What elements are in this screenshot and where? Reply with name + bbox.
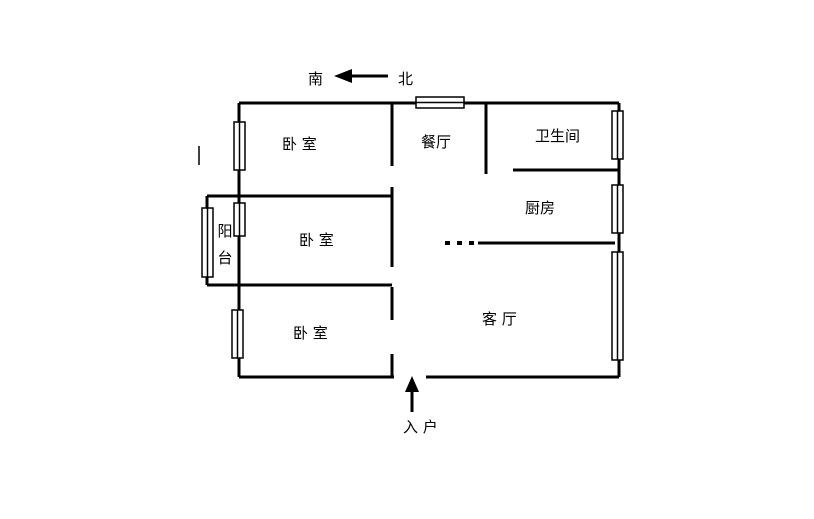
room-label-balcony-1: 阳	[217, 222, 233, 240]
window-balcony	[201, 207, 214, 278]
room-label-bathroom: 卫生间	[535, 127, 581, 145]
entrance-label: 入 户	[403, 418, 438, 436]
room-label-balcony-2: 台	[217, 249, 233, 267]
room-label-bedroom-top: 卧 室	[282, 135, 317, 153]
window-living	[611, 251, 624, 361]
window-bedroom-middle	[233, 202, 246, 237]
windows	[201, 96, 624, 361]
room-label-bedroom-bottom: 卧 室	[293, 324, 328, 342]
compass-south-label: 南	[308, 70, 324, 88]
compass-arrow-icon	[334, 69, 388, 83]
compass-north-label: 北	[398, 70, 414, 88]
room-label-dining: 餐厅	[421, 133, 452, 151]
window-north	[415, 96, 465, 109]
window-bedroom-top	[233, 121, 246, 171]
interior-walls	[198, 103, 619, 377]
room-label-living: 客 厅	[482, 310, 517, 328]
entrance-arrow-icon	[405, 376, 419, 412]
room-label-bedroom-middle: 卧 室	[299, 231, 334, 249]
window-kitchen	[611, 184, 624, 234]
window-bathroom	[611, 110, 624, 160]
room-label-kitchen: 厨房	[525, 199, 556, 217]
kitchen-door-dots	[445, 241, 474, 245]
window-bedroom-bottom	[231, 309, 244, 359]
